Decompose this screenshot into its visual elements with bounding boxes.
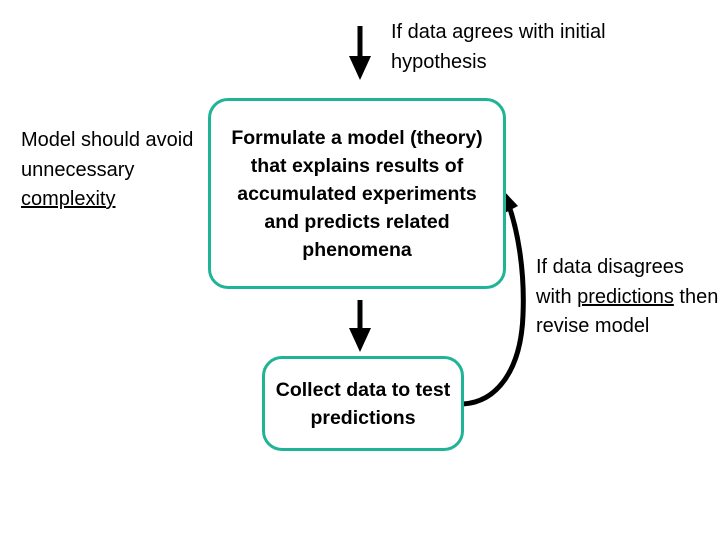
- note-model-complexity-plain: Model should avoid unnecessary: [21, 129, 194, 181]
- arrow-formulate-to-collect-icon: [349, 300, 371, 352]
- process-box-collect-label: Collect data to test predictions: [275, 378, 451, 429]
- process-box-formulate-model[interactable]: Formulate a model (theory) that explains…: [208, 98, 506, 289]
- note-data-disagrees-prefix: If data disagrees with: [536, 256, 684, 308]
- note-model-complexity: Model should avoid unnecessary complexit…: [21, 126, 201, 215]
- note-data-agrees: If data agrees with initial hypothesis: [391, 18, 691, 77]
- process-box-collect-data[interactable]: Collect data to test predictions: [262, 356, 464, 451]
- note-data-disagrees-underlined: predictions: [577, 285, 674, 308]
- arrow-into-formulate-icon: [349, 26, 371, 80]
- process-box-formulate-label: Formulate a model (theory) that explains…: [231, 126, 483, 261]
- note-data-agrees-text: If data agrees with initial hypothesis: [391, 21, 606, 73]
- note-model-complexity-underlined: complexity: [21, 188, 116, 210]
- note-data-disagrees: If data disagrees with predictions then …: [536, 253, 720, 342]
- note-data-disagrees-suffix: then revise model: [536, 285, 719, 338]
